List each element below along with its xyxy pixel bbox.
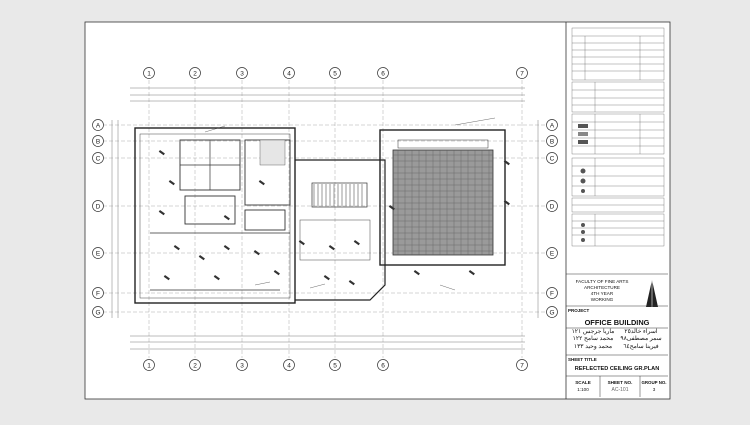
grid-label-col: 2: [193, 362, 197, 369]
dimension-lines: [111, 87, 539, 350]
grid-label-col: 7: [520, 362, 524, 369]
team-member-5: فيرينا سامح٦٤: [623, 343, 659, 350]
title-block-rules: [566, 273, 668, 397]
team-members: اسراء خالد٢٥ ماريا جرجس ١٢١ سمر مصطفى٩٨ مح…: [568, 329, 666, 351]
team-member-4: محمد سامح ١٢٢: [572, 336, 614, 343]
scale-value: 1:100: [577, 387, 589, 392]
grid-bubble-row: [92, 135, 104, 147]
left-wing: [134, 127, 296, 304]
scale-label: SCALE: [575, 380, 591, 385]
grid-label-col: 7: [520, 70, 524, 77]
grid-bubble-row: [92, 287, 104, 299]
grid-bubble-col: [283, 67, 295, 79]
grid-label-col: 5: [333, 70, 337, 77]
institution-lines: FACULTY OF FINE ARTS ARCHITECTURE 4TH YE…: [566, 279, 638, 303]
grid-label-row: F: [96, 290, 100, 297]
title-block: FACULTY OF FINE ARTS ARCHITECTURE 4TH YE…: [566, 24, 668, 397]
sheet-title: REFLECTED CEILING GR.PLAN: [574, 366, 660, 372]
grid-label-row: E: [96, 250, 101, 257]
grid-bubble-col: [329, 67, 341, 79]
grid-bubble-row: [546, 119, 558, 131]
grid-label-col: 6: [381, 362, 385, 369]
grid-label-col: 1: [147, 70, 151, 77]
group-no-label: GROUP NO.: [641, 380, 667, 385]
grid-label-row: E: [550, 250, 555, 257]
grid-bubble-row: [92, 119, 104, 131]
grid-label-row: B: [550, 138, 554, 145]
sheet-no-label: SHEET NO.: [607, 380, 633, 385]
grid-label-col: 6: [381, 70, 385, 77]
grid-bubble-row: [546, 200, 558, 212]
grid-bubble-row: [92, 152, 104, 164]
grid-bubble-col: [377, 359, 389, 371]
grid-bubble-col: [516, 67, 528, 79]
group-no-value: 3: [652, 387, 656, 392]
grid-bubble-col: [377, 67, 389, 79]
institution-line-1: FACULTY OF FINE ARTS: [575, 279, 629, 284]
grid-label-row: G: [95, 309, 100, 316]
grid-bubble-row: [92, 200, 104, 212]
grid-bubble-col: [189, 67, 201, 79]
project-name: OFFICE BUILDING: [584, 318, 650, 327]
stair-core: [295, 159, 386, 301]
grid-bubble-row: [546, 135, 558, 147]
grid-label-col: 5: [333, 362, 337, 369]
team-member-1: اسراء خالد٢٥: [624, 329, 658, 335]
light-fixtures: [158, 150, 510, 286]
grid-label-row: A: [96, 122, 101, 129]
grid-label-col: 2: [193, 70, 197, 77]
faculty-logo: [646, 280, 658, 307]
grid-label-row: C: [96, 155, 101, 162]
sheet-title-label: SHEET TITLE: [568, 357, 597, 362]
grid-bubble-row: [92, 247, 104, 259]
project-label: PROJECT: [568, 308, 590, 313]
legend-symbols: [578, 124, 588, 242]
legend-tables: [571, 27, 665, 247]
grid-label-col: 1: [147, 362, 151, 369]
grid-bubble-row: [546, 152, 558, 164]
team-member-2: ماريا جرجس ١٢١: [571, 329, 615, 335]
ceiling-grid-area: [392, 149, 494, 256]
grid-label-row: B: [96, 138, 100, 145]
grid-bubble-col: [329, 359, 341, 371]
grid-bubble-row: [546, 306, 558, 318]
grid-bubble-col: [189, 359, 201, 371]
grid-label-row: A: [550, 122, 555, 129]
grid-label-row: G: [549, 309, 554, 316]
institution-line-2: ARCHITECTURE: [584, 285, 620, 290]
institution-line-3: 4TH YEAR: [590, 291, 614, 296]
grid-bubble-col: [143, 67, 155, 79]
grid-label-row: D: [96, 203, 101, 210]
grid-label-col: 3: [240, 362, 244, 369]
grid-label-row: D: [550, 203, 555, 210]
grid-bubble-row: [546, 247, 558, 259]
grid-bubble-row: [92, 306, 104, 318]
grid-bubble-col: [283, 359, 295, 371]
grid-label-row: F: [550, 290, 554, 297]
grid-bubble-col: [236, 359, 248, 371]
grid-label-row: C: [550, 155, 555, 162]
right-wing: [379, 129, 506, 266]
grid-bubble-col: [236, 67, 248, 79]
annotation-leaders: [204, 117, 496, 291]
grid-bubble-col: [143, 359, 155, 371]
grid-bubble-row: [546, 287, 558, 299]
grid-bubble-col: [516, 359, 528, 371]
grid-label-col: 4: [287, 70, 291, 77]
team-member-6: محمد وحيد ١٣٣: [573, 343, 613, 350]
grid-label-col: 4: [287, 362, 291, 369]
institution-line-4: WORKING: [590, 297, 614, 302]
team-member-3: سمر مصطفى٩٨: [620, 336, 662, 343]
grid-label-col: 3: [240, 70, 244, 77]
sheet-no-value: AC-101: [611, 387, 629, 393]
